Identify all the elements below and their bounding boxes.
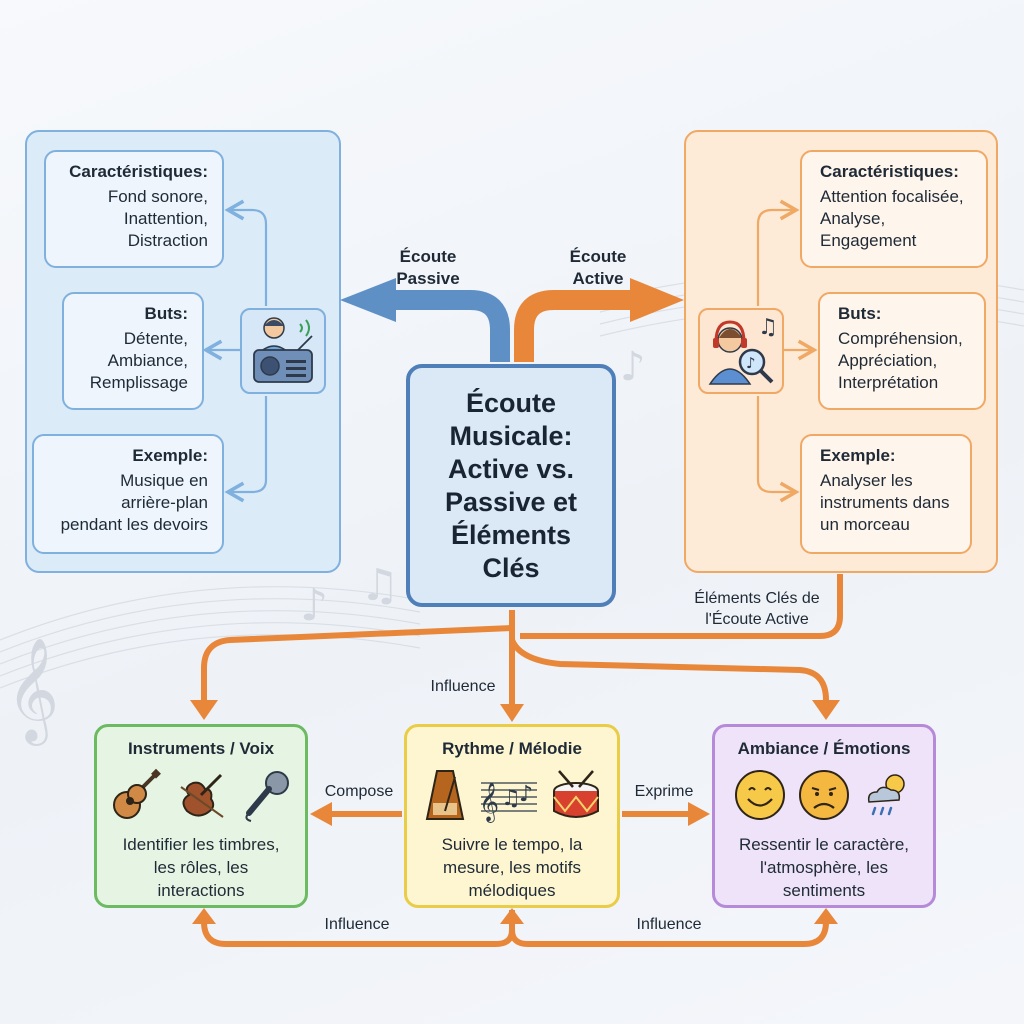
svg-text:♪: ♪ bbox=[300, 580, 328, 631]
elements-connector bbox=[520, 574, 843, 639]
active-connector-bottom bbox=[756, 396, 800, 503]
person-with-radio-icon bbox=[240, 308, 326, 394]
influence-left-arrowhead bbox=[192, 908, 216, 924]
active-goals-card: Buts: Compréhension, Appréciation, Inter… bbox=[818, 292, 986, 410]
passive-connector-top bbox=[224, 199, 268, 306]
box-body: Ressentir le caractère, l'atmosphère, le… bbox=[738, 835, 910, 900]
passive-listening-label: Écoute Passive bbox=[396, 247, 460, 288]
active-listening-label: Écoute Active bbox=[569, 247, 627, 288]
expresses-arrowhead bbox=[688, 802, 710, 826]
compose-label: Compose bbox=[324, 783, 394, 800]
mood-arrowhead bbox=[812, 700, 840, 720]
svg-text:♫: ♫ bbox=[758, 315, 778, 340]
active-example-card: Exemple: Analyser les instruments dans u… bbox=[800, 434, 972, 554]
box-body: Identifier les timbres, les rôles, les i… bbox=[122, 835, 280, 900]
svg-text:♪: ♪ bbox=[620, 344, 646, 390]
center-to-mood bbox=[509, 638, 829, 712]
card-body: Musique en arrière-plan pendant les devo… bbox=[60, 471, 208, 534]
passive-example-card: Exemple: Musique en arrière-plan pendant… bbox=[32, 434, 224, 554]
influence-center-arrowhead bbox=[500, 908, 524, 924]
passive-characteristics-card: Caractéristiques: Fond sonore, Inattenti… bbox=[44, 150, 224, 268]
expresses-label: Exprime bbox=[634, 783, 694, 800]
guitar-icon bbox=[113, 768, 161, 819]
card-title: Buts: bbox=[144, 304, 188, 323]
svg-text:♪: ♪ bbox=[519, 782, 533, 807]
passive-main-arrow bbox=[385, 290, 510, 362]
box-title: Rythme / Mélodie bbox=[442, 739, 582, 758]
svg-text:♪: ♪ bbox=[746, 354, 756, 372]
key-elements-label: Éléments Clés de l'Écoute Active bbox=[694, 590, 820, 628]
weather-icon bbox=[867, 774, 905, 816]
violin-icon bbox=[180, 773, 224, 818]
card-title: Exemple: bbox=[820, 446, 896, 465]
card-body: Compréhension, Appréciation, Interprétat… bbox=[838, 329, 963, 392]
passive-arrowhead bbox=[340, 278, 396, 322]
card-title: Caractéristiques: bbox=[820, 162, 959, 181]
center-to-instruments bbox=[201, 625, 513, 710]
svg-text:𝄞: 𝄞 bbox=[479, 782, 499, 823]
card-title: Buts: bbox=[838, 304, 882, 323]
metronome-icon bbox=[425, 770, 465, 820]
central-topic-box: Écoute Musicale: Active vs. Passive et É… bbox=[406, 364, 616, 607]
rhythm-melody-box: Rythme / Mélodie 𝄞 ♫ ♪ bbox=[404, 724, 620, 908]
passive-connector-bottom bbox=[224, 396, 268, 503]
card-title: Exemple: bbox=[132, 446, 208, 465]
influence-left-label: Influence bbox=[324, 916, 390, 933]
svg-text:♫: ♫ bbox=[360, 560, 399, 611]
card-body: Analyser les instruments dans un morceau bbox=[820, 471, 950, 534]
instruments-voice-box: Instruments / Voix Identifier les timbre… bbox=[94, 724, 308, 908]
influence-right-label: Influence bbox=[636, 916, 702, 933]
rhythm-arrowhead bbox=[500, 704, 524, 722]
instruments-arrowhead bbox=[190, 700, 218, 720]
active-arrowhead bbox=[630, 278, 684, 322]
active-connector-top bbox=[756, 199, 800, 306]
happy-face-icon bbox=[735, 770, 785, 820]
influence-right-arrowhead bbox=[814, 908, 838, 924]
card-body: Fond sonore, Inattention, Distraction bbox=[107, 187, 208, 250]
compose-arrowhead bbox=[310, 802, 332, 826]
sad-face-icon bbox=[799, 770, 849, 820]
box-title: Ambiance / Émotions bbox=[737, 739, 911, 758]
person-with-headphones-magnifier-icon: ♪ ♫ bbox=[698, 308, 784, 394]
microphone-icon bbox=[245, 771, 289, 822]
influence-right-line bbox=[509, 914, 829, 947]
passive-goals-card: Buts: Détente, Ambiance, Remplissage bbox=[62, 292, 204, 410]
card-title: Caractéristiques: bbox=[69, 162, 208, 181]
treble-clef-decoration-icon: 𝄞 bbox=[6, 637, 59, 746]
card-body: Attention focalisée, Analyse, Engagement bbox=[820, 187, 964, 250]
box-body: Suivre le tempo, la mesure, les motifs m… bbox=[441, 835, 583, 900]
influence-top-label: Influence bbox=[430, 678, 496, 695]
drum-icon bbox=[553, 770, 599, 818]
active-characteristics-card: Caractéristiques: Attention focalisée, A… bbox=[800, 150, 988, 268]
music-staff-icon: 𝄞 ♫ ♪ bbox=[479, 782, 537, 823]
card-body: Détente, Ambiance, Remplissage bbox=[89, 329, 188, 392]
box-title: Instruments / Voix bbox=[127, 739, 275, 758]
ambiance-emotions-box: Ambiance / Émotions Ressentir le caractè… bbox=[712, 724, 936, 908]
active-main-arrow bbox=[514, 290, 640, 362]
svg-text:♫: ♫ bbox=[501, 786, 521, 811]
